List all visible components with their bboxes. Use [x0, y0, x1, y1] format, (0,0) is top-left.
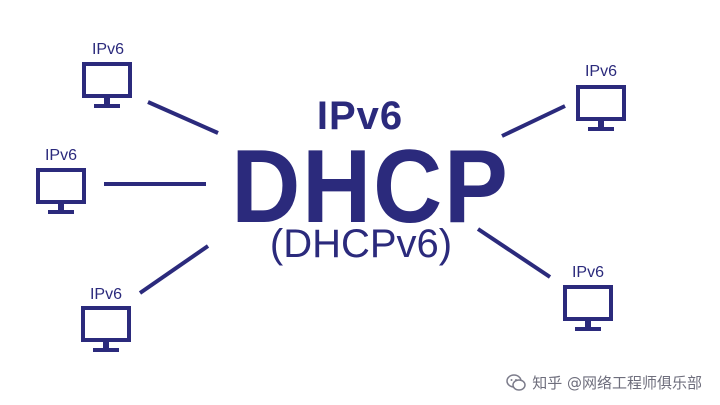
monitor-icon — [81, 306, 131, 354]
title-dhcp: DHCP — [231, 129, 510, 245]
watermark-text: 知乎 @网络工程师俱乐部 — [532, 374, 702, 392]
wechat-icon — [506, 373, 526, 391]
client-label: IPv6 — [44, 147, 77, 164]
watermark: 知乎 @网络工程师俱乐部 — [506, 372, 702, 393]
connector-line-bottom-right — [476, 227, 552, 279]
title-ipv6: IPv6 — [316, 94, 404, 138]
client-label: IPv6 — [91, 41, 124, 58]
title-dhcpv6: (DHCPv6) — [269, 222, 453, 266]
client-label: IPv6 — [584, 63, 617, 80]
monitor-icon — [36, 168, 86, 216]
monitor-icon — [563, 285, 613, 333]
connector-line-top-left — [147, 100, 219, 135]
client-label: IPv6 — [571, 264, 604, 281]
monitor-icon — [576, 85, 626, 133]
client-label: IPv6 — [89, 286, 122, 303]
connector-line-top-right — [501, 104, 566, 138]
connector-line-bottom-left — [138, 244, 210, 295]
monitor-icon — [82, 62, 132, 110]
